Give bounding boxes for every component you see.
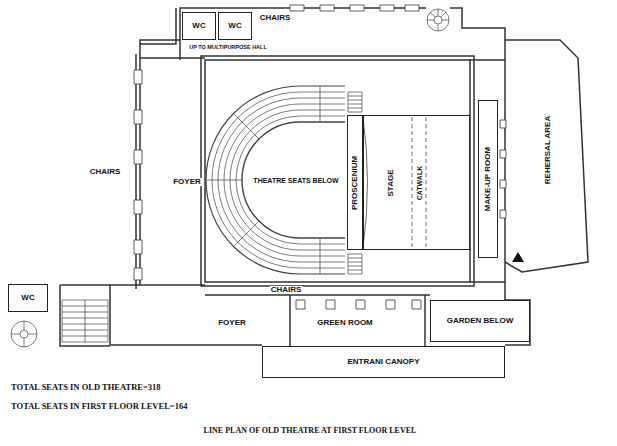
spiral-stair — [427, 9, 449, 31]
top-windows — [290, 5, 419, 11]
room-name: GARDEN BELOW — [447, 317, 514, 325]
seat-row — [206, 86, 345, 274]
room-box: WC — [218, 12, 252, 40]
room-label: CHAIRS — [259, 14, 292, 22]
room-box: ENTRANI CANOPY — [262, 346, 505, 378]
room-name: STAGE — [387, 169, 395, 196]
left-windows — [134, 70, 142, 280]
room-label: FOYER — [172, 178, 202, 186]
north-marker — [512, 252, 524, 262]
windows — [134, 5, 506, 309]
room-name: WC — [21, 294, 34, 302]
room-box: WC — [8, 284, 48, 312]
room-name: ENTRANI CANOPY — [347, 358, 419, 366]
room-label: THEATRE SEATS BELOW — [252, 177, 339, 184]
spiral-stair — [11, 321, 37, 347]
hall-wall — [201, 56, 474, 286]
spiral-stair — [434, 16, 442, 24]
seat-row — [236, 116, 345, 244]
room-box: GARDEN BELOW — [430, 300, 530, 342]
room-box: PROSCENIUM — [347, 115, 363, 250]
room-name: WC — [192, 22, 205, 30]
room-box: WC — [182, 12, 216, 40]
catwalk-line — [412, 117, 426, 248]
green-room-columns — [296, 300, 421, 309]
bottom-wall — [60, 282, 530, 346]
stairs — [11, 9, 449, 347]
plan-caption: LINE PLAN OF OLD THEATRE AT FIRST FLOOR … — [203, 427, 418, 435]
room-label: CHAIRS — [89, 168, 122, 176]
right-wing-wall — [470, 40, 505, 282]
room-label: TOTAL SEATS IN OLD THEATRE=318 — [10, 383, 162, 392]
stair-hatch — [348, 92, 362, 112]
catwalk — [363, 117, 426, 248]
room-label: FOYER — [217, 319, 247, 327]
room-label: UP TO MULTIPURPOSE HALL — [188, 45, 268, 51]
spiral-stair — [20, 330, 28, 338]
stair-hatch — [62, 300, 108, 342]
room-name: PROSCENIUM — [351, 155, 359, 209]
seat-row — [224, 104, 345, 256]
left-foyer-wall — [136, 54, 205, 289]
room-label: CATWALK — [416, 165, 423, 201]
makeup-doors — [500, 120, 506, 218]
stair-hatch — [348, 254, 362, 274]
room-label: REHERSAL AREA — [544, 115, 552, 185]
room-box: MAKE-UP ROOM — [478, 100, 498, 258]
spiral-treads — [11, 321, 37, 347]
spiral-treads — [427, 9, 449, 31]
seating — [206, 86, 345, 274]
room-name: MAKE-UP ROOM — [484, 147, 492, 211]
seat-row — [242, 122, 345, 238]
seat-row — [230, 110, 345, 250]
top-wing-wall — [140, 8, 505, 60]
walls — [60, 8, 588, 346]
room-label: GREEN ROOM — [316, 319, 374, 327]
room-label: CHAIRS — [270, 286, 303, 294]
room-name: WC — [228, 22, 241, 30]
rehearsal-wall — [505, 40, 588, 272]
room-label: TOTAL SEATS IN FIRST FLOOR LEVEL=164 — [10, 402, 188, 411]
